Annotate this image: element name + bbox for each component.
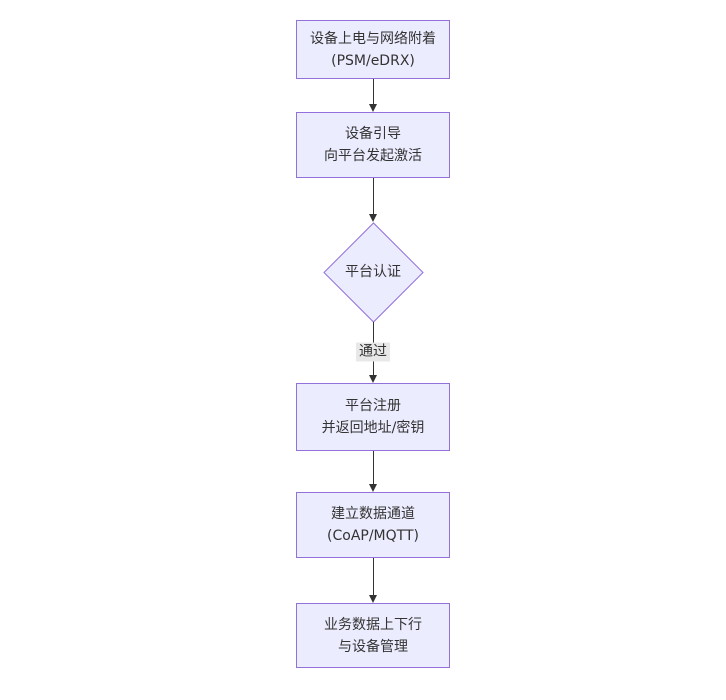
edge-label-pass: 通过	[356, 342, 390, 362]
arrow-down-head-icon	[368, 214, 377, 222]
node-label-line: 设备引导	[345, 126, 401, 142]
edge-line	[372, 451, 374, 484]
node-network-attach: 设备上电与网络附着 (PSM/eDRX)	[296, 20, 450, 79]
node-label-line: (PSM/eDRX)	[331, 52, 415, 69]
node-platform-register: 平台注册 并返回地址/密钥	[296, 383, 450, 451]
edge-line	[372, 558, 374, 595]
node-label-line: (CoAP/MQTT)	[327, 528, 419, 544]
node-business-data: 业务数据上下行 与设备管理	[296, 603, 450, 668]
node-data-channel: 建立数据通道 (CoAP/MQTT)	[296, 492, 450, 558]
node-label-line: 平台认证	[345, 264, 401, 280]
arrow-down-head-icon	[368, 375, 377, 383]
node-label-line: 与设备管理	[338, 638, 408, 655]
node-label-line: 向平台发起激活	[324, 148, 422, 164]
node-label-line: 平台注册	[345, 398, 401, 414]
node-label-line: 建立数据通道	[331, 506, 415, 522]
node-label-line: 业务数据上下行	[324, 616, 422, 633]
edge-line	[372, 79, 374, 104]
edge-line	[372, 178, 374, 214]
arrow-down-head-icon	[368, 484, 377, 492]
arrow-down-head-icon	[368, 595, 377, 603]
arrow-down-head-icon	[368, 104, 377, 112]
node-label-line: 并返回地址/密钥	[321, 420, 425, 436]
node-label-line: 设备上电与网络附着	[310, 30, 436, 47]
node-bootstrap-activation: 设备引导 向平台发起激活	[296, 112, 450, 178]
